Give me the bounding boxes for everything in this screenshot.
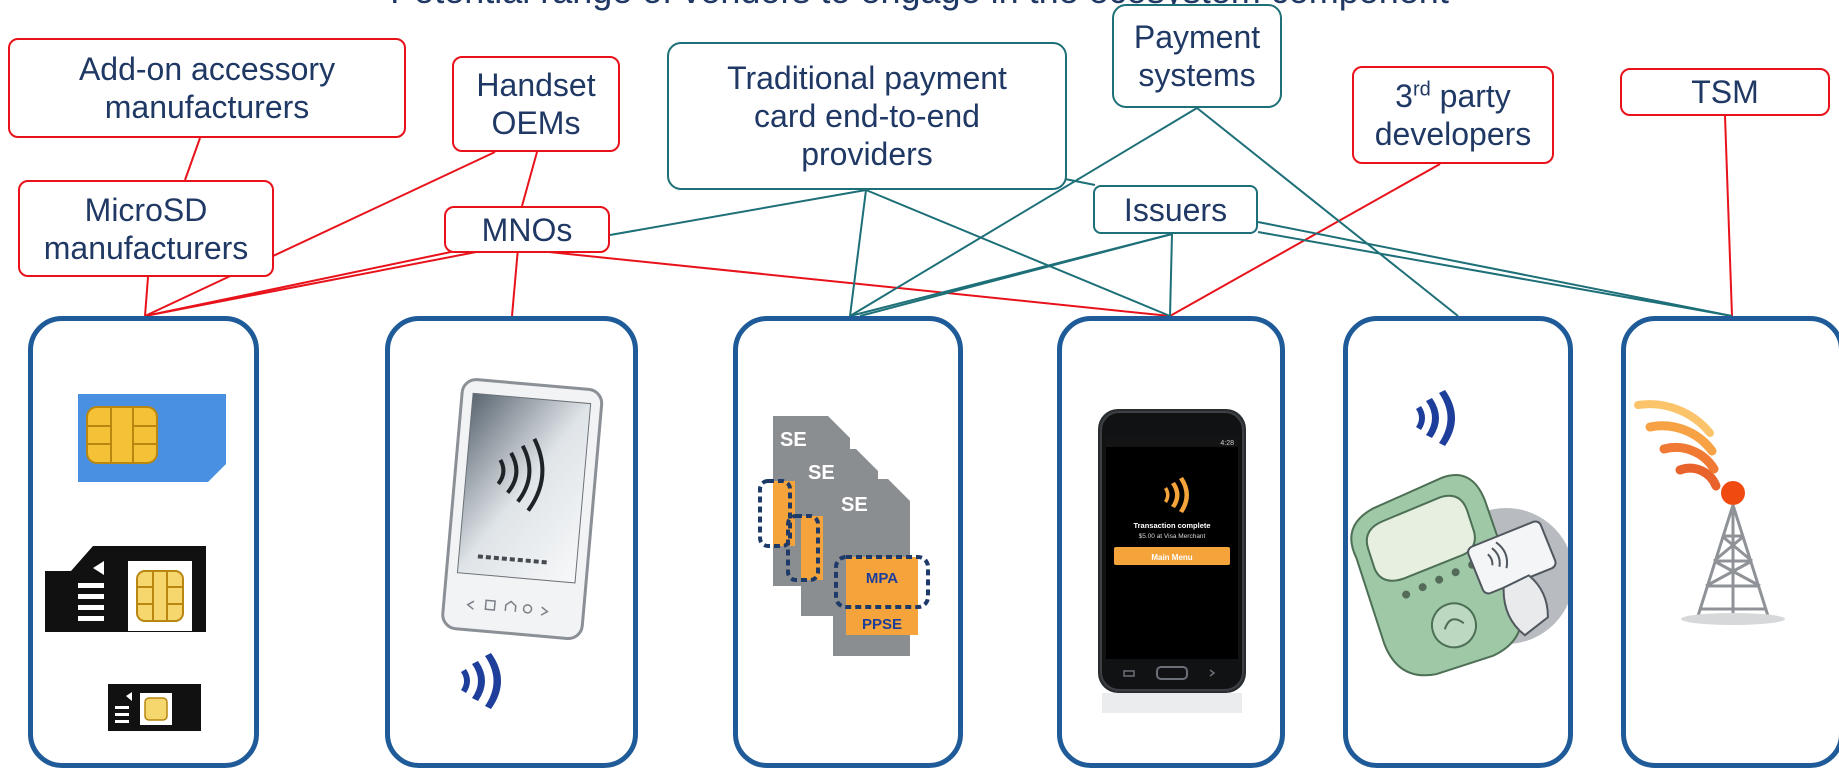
se-card-front-label: SE <box>841 494 868 516</box>
sim-card-illustration <box>45 394 226 731</box>
tsm-tower-illustration <box>1634 400 1785 625</box>
link-traditional-se <box>849 189 867 317</box>
link-issuers-tower-a <box>1257 221 1733 317</box>
screen-button: Main Menu <box>1151 553 1192 562</box>
tsm-box: TSM <box>1620 68 1830 116</box>
se-card-middle-label: SE <box>808 462 835 484</box>
smartphone-illustration: 4:28 Transaction complete $5.00 at Visa … <box>1098 409 1246 713</box>
addon-manufacturers-box: Add-on accessory manufacturers <box>8 38 406 138</box>
nfc-handset-illustration <box>441 378 604 709</box>
se-card-back-label: SE <box>780 429 807 451</box>
link-traditional-mnos <box>609 189 867 236</box>
handset-nfc-panel <box>385 316 638 768</box>
applet-ppse-label: PPSE <box>862 616 902 633</box>
sim-card-panel <box>28 316 259 768</box>
link-oems-sim <box>144 151 496 317</box>
secure-element-panel: SE SE SE MPA PPSE <box>733 316 963 768</box>
link-issuers-tower-b <box>1257 231 1733 317</box>
link-traditional-smartphone <box>865 189 1171 317</box>
screen-heading: Transaction complete <box>1133 521 1210 530</box>
pos-terminal-illustration <box>1350 390 1568 677</box>
issuers-box: Issuers <box>1093 185 1258 234</box>
phone-contactless-icon <box>1164 477 1189 513</box>
contactless-symbol <box>461 653 501 709</box>
link-mnos-handset <box>511 247 519 317</box>
secure-element-illustration: SE SE SE MPA PPSE <box>758 416 930 656</box>
link-payment-pos <box>1196 107 1459 317</box>
link-payment-se <box>849 107 1198 317</box>
pos-terminal-panel <box>1343 316 1573 768</box>
link-addon-microsd <box>184 137 201 181</box>
link-issuers-smartphone <box>1169 233 1173 317</box>
signal-waves <box>1634 400 1721 491</box>
status-time: 4:28 <box>1220 440 1234 447</box>
screen-detail: $5.00 at Visa Merchant <box>1139 533 1206 540</box>
payment-systems-box: Payment systems <box>1112 4 1282 108</box>
traditional-providers-box: Traditional payment card end-to-end prov… <box>667 42 1067 190</box>
applet-mpa-label: MPA <box>866 570 898 587</box>
tower-frame <box>1696 504 1770 617</box>
third-party-suffix: rd <box>1412 78 1431 101</box>
third-party-developers-box: 3rd party developers <box>1352 66 1554 164</box>
link-issuers-se-b <box>859 233 1173 317</box>
mnos-box: MNOs <box>444 206 610 253</box>
link-oems-mnos <box>521 151 538 207</box>
tsm-tower-panel <box>1621 316 1839 768</box>
handset-oems-box: Handset OEMs <box>452 56 620 152</box>
microsd-manufacturers-box: MicroSD manufacturers <box>18 180 274 277</box>
slide-title: Potential range of vendors to engage in … <box>0 0 1839 12</box>
smartphone-panel: 4:28 Transaction complete $5.00 at Visa … <box>1057 316 1285 768</box>
third-party-prefix: 3 <box>1395 78 1413 114</box>
link-mnos-sim-b <box>144 247 498 317</box>
link-tsm-tower <box>1724 115 1733 317</box>
third-party-rest: party developers <box>1374 78 1532 152</box>
pos-contactless-symbol <box>1416 390 1455 446</box>
link-mnos-smartphone <box>509 247 1171 317</box>
se-card-front <box>833 479 930 656</box>
link-microsd-sim <box>144 276 149 317</box>
